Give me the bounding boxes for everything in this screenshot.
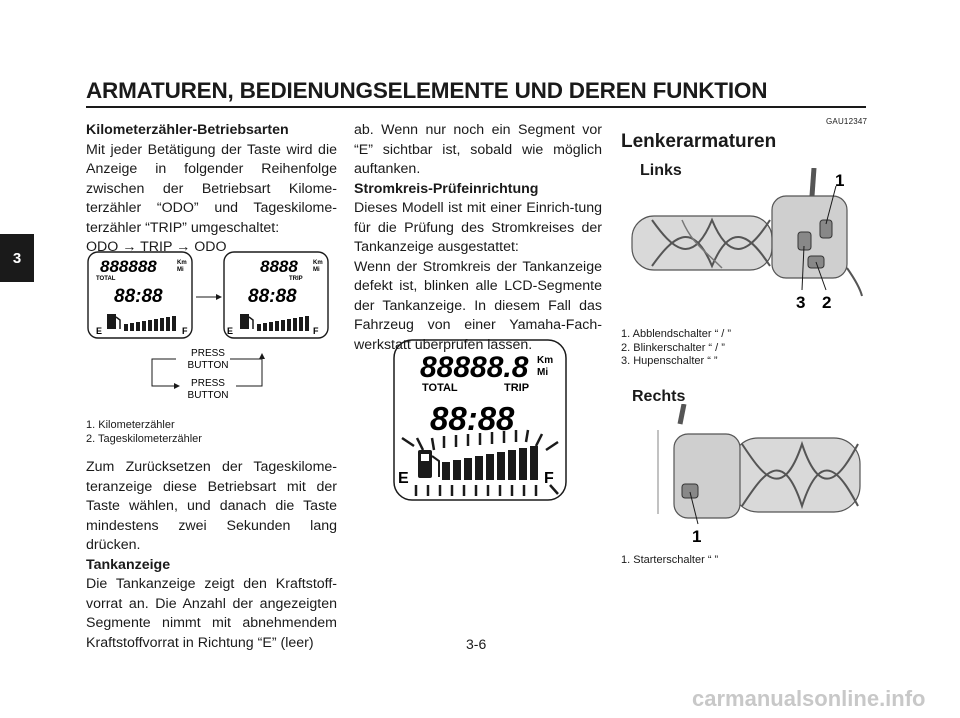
legend-item: 1. Kilometerzähler bbox=[86, 419, 175, 431]
right-controls-title: Rechts bbox=[632, 388, 686, 405]
odometer-legend: 1. Kilometerzähler 2. Tageskilometerzähl… bbox=[86, 419, 337, 446]
right-controls-legend: 1. Starterschalter “ ” bbox=[621, 554, 719, 566]
press-button-bottom-1: PRESS bbox=[191, 378, 225, 389]
right-handlebar-illustration: 1 bbox=[657, 404, 861, 546]
legend-item: 3. Hupenschalter “ ” bbox=[621, 355, 718, 367]
legend-item: 1. Abblendschalter “ / ” bbox=[621, 328, 732, 340]
press-button-top-1: PRESS bbox=[191, 348, 225, 359]
switch-housing bbox=[657, 430, 741, 519]
chapter-tab: 3 bbox=[0, 234, 34, 282]
trip-fuel-segments bbox=[257, 316, 309, 331]
callout-1: 1 bbox=[835, 171, 844, 190]
mode-sequence: ODO → TRIP → ODO bbox=[86, 239, 227, 255]
header-rule bbox=[86, 106, 866, 108]
lcd-e-label: E bbox=[398, 470, 409, 487]
left-handlebar-illustration: 1 3 2 bbox=[631, 168, 863, 312]
callout-2: 2 bbox=[822, 293, 831, 312]
trip-e-label: E bbox=[227, 326, 233, 336]
trip-mode-label: TRIP bbox=[289, 276, 303, 282]
column-1: Kilometerzähler-Betriebsarten Mit jeder … bbox=[86, 121, 337, 258]
fuel-pump-icon bbox=[107, 314, 121, 329]
press-button-bottom-2: BUTTON bbox=[188, 390, 229, 401]
odo-unit-km: Km bbox=[177, 260, 187, 266]
odometer-modes-text: Mit jeder Betätigung der Taste wird die … bbox=[86, 141, 337, 236]
circuit-fault-text: Wenn der Stromkreis der Tankanzeige defe… bbox=[354, 258, 602, 353]
lcd-display-figure: 88888.8 Km Mi TOTAL TRIP 88:88 E F bbox=[393, 339, 567, 501]
column-1-lower: Zum Zurücksetzen der Tageskilome-teranze… bbox=[86, 458, 337, 653]
press-button-top-2: BUTTON bbox=[188, 360, 229, 371]
refuel-text: ab. Wenn nur noch ein Segment vor “E” si… bbox=[354, 122, 602, 177]
right-grip bbox=[731, 437, 861, 513]
page-header-title: ARMATUREN, BEDIENUNGSELEMENTE UND DEREN … bbox=[86, 78, 768, 103]
odo-clock: 88:88 bbox=[114, 286, 163, 307]
odo-digits: 888888 bbox=[100, 257, 157, 276]
circuit-check-heading: Stromkreis-Prüfeinrichtung bbox=[354, 180, 539, 197]
trip-clock: 88:88 bbox=[248, 286, 297, 307]
left-controls-legend: 1. Abblendschalter “ / ” 2. Blinkerschal… bbox=[621, 328, 861, 369]
mode-arrow bbox=[196, 294, 222, 300]
lcd-clock: 88:88 bbox=[430, 400, 515, 437]
lcd-odometer-digits: 88888.8 bbox=[420, 351, 529, 384]
legend-item: 2. Blinkerschalter “ / ” bbox=[621, 341, 725, 354]
lcd-bottom-ticks bbox=[414, 484, 559, 496]
switch-housing bbox=[771, 195, 848, 279]
handlebar-controls-heading: Lenkerarmaturen bbox=[621, 131, 777, 152]
left-controls-title: Links bbox=[640, 162, 682, 179]
lcd-trip-label: TRIP bbox=[504, 382, 529, 394]
column-2: ab. Wenn nur noch ein Segment vor “E” si… bbox=[354, 121, 602, 355]
trip-f-label: F bbox=[313, 326, 319, 336]
watermark[interactable]: carmanualsonline.info bbox=[692, 686, 926, 711]
trip-digits: 8888 bbox=[260, 257, 298, 276]
fuel-gauge-text: Die Tankanzeige zeigt den Kraftstoff-vor… bbox=[86, 576, 337, 651]
fuel-gauge-heading: Tankanzeige bbox=[86, 556, 171, 573]
lcd-unit-km: Km bbox=[537, 355, 553, 366]
document-code: GAU12347 bbox=[826, 117, 868, 126]
lcd-fuel-segments bbox=[442, 446, 538, 480]
odo-e-label: E bbox=[96, 326, 102, 336]
callout-1: 1 bbox=[692, 527, 701, 546]
odo-unit-mi: Mi bbox=[177, 267, 184, 273]
trip-unit-km: Km bbox=[313, 260, 323, 266]
odo-fuel-segments bbox=[124, 316, 176, 331]
odometer-mode-figure: 888888 Km Mi TOTAL 88:88 E F 8888 Km Mi … bbox=[87, 251, 329, 401]
lcd-f-label: F bbox=[544, 470, 554, 487]
page-number: 3-6 bbox=[466, 636, 487, 652]
fuel-pump-icon bbox=[240, 314, 254, 329]
left-grip bbox=[631, 215, 773, 271]
odo-total-label: TOTAL bbox=[96, 276, 116, 282]
circuit-check-text: Dieses Modell ist mit einer Einrich-tung… bbox=[354, 200, 602, 255]
trip-unit-mi: Mi bbox=[313, 267, 320, 273]
trip-reset-text: Zum Zurücksetzen der Tageskilome-teranze… bbox=[86, 459, 337, 553]
press-button-loop bbox=[151, 353, 265, 389]
odometer-modes-heading: Kilometerzähler-Betriebsarten bbox=[86, 122, 289, 138]
lcd-unit-mi: Mi bbox=[537, 367, 548, 378]
lcd-arc-ticks bbox=[401, 429, 559, 452]
legend-item: 2. Tageskilometerzähler bbox=[86, 432, 202, 445]
lcd-total-label: TOTAL bbox=[422, 382, 458, 394]
odo-f-label: F bbox=[182, 326, 188, 336]
fuel-pump-icon bbox=[418, 450, 440, 478]
callout-3: 3 bbox=[796, 293, 805, 312]
